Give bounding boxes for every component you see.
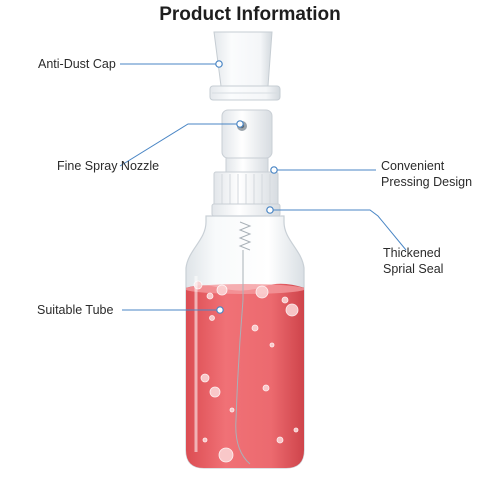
thickened-seal-label: Thickened Sprial Seal: [383, 245, 443, 277]
cap-callout-dot: [215, 60, 223, 68]
nozzle-callout-line: [119, 123, 240, 167]
anti-dust-cap-label: Anti-Dust Cap: [38, 57, 116, 71]
pressing-callout-dot: [270, 166, 278, 174]
spray-nozzle: [211, 109, 281, 217]
callout-lines: [119, 63, 407, 311]
seal-callout-line: [270, 209, 407, 251]
tube-callout-dot: [216, 306, 224, 314]
nozzle-callout-dot: [236, 120, 244, 128]
bottle-body: [185, 215, 305, 469]
thickened-seal-label-line2: Sprial Seal: [383, 262, 444, 276]
page-title: Product Information: [159, 4, 341, 25]
anti-dust-cap: [209, 31, 281, 101]
seal-callout-dot: [266, 206, 274, 214]
convenient-pressing-label-line2: Pressing Design: [381, 175, 473, 189]
callout-dots: [215, 60, 278, 314]
thickened-seal-label-line1: Thickened: [383, 246, 441, 260]
fine-spray-nozzle-label: Fine Spray Nozzle: [57, 159, 160, 173]
convenient-pressing-label-line1: Convenient: [381, 159, 445, 173]
convenient-pressing-label: Convenient Pressing Design: [381, 158, 472, 190]
suitable-tube-label: Suitable Tube: [37, 303, 114, 317]
